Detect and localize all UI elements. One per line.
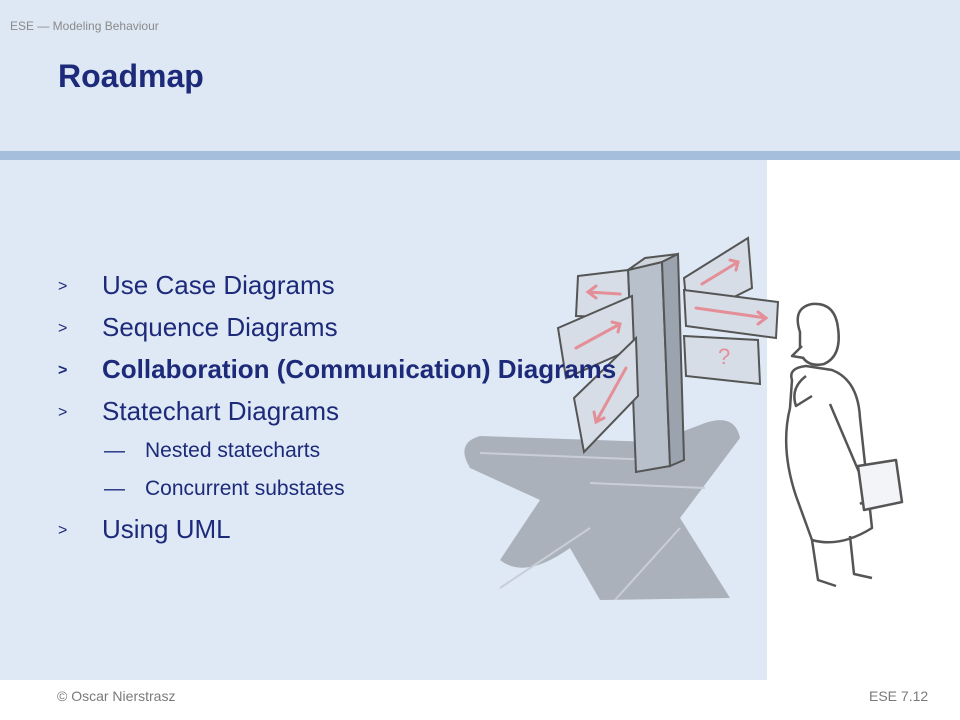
statechart-sublist: — Nested statecharts — Concurrent substa… [58, 436, 758, 512]
header-rule [0, 151, 960, 160]
footer [0, 680, 960, 720]
roadmap-item-statechart: > Statechart Diagrams [58, 394, 758, 436]
dash-icon: — [104, 439, 125, 462]
roadmap-item-using-uml: > Using UML [58, 512, 758, 554]
header-band [0, 0, 960, 152]
thinking-man [784, 302, 904, 588]
question-mark-icon: ? [718, 344, 730, 369]
slide-number: ESE 7.12 [869, 688, 929, 704]
subitem-concurrent-substates: — Concurrent substates [58, 474, 758, 512]
roadmap-item-use-case: > Use Case Diagrams [58, 268, 758, 310]
roadmap-item-label: Collaboration (Communication) Diagrams [102, 354, 617, 384]
subitem-label: Nested statecharts [145, 439, 321, 462]
roadmap-item-label: Statechart Diagrams [102, 396, 339, 426]
statechart-sublist-wrap: — Nested statecharts — Concurrent substa… [58, 436, 758, 512]
chevron-right-icon: > [58, 362, 68, 379]
subitem-nested-statecharts: — Nested statecharts [58, 436, 758, 474]
roadmap-item-label: Sequence Diagrams [102, 312, 338, 342]
chevron-right-icon: > [58, 278, 68, 295]
roadmap-item-collaboration: > Collaboration (Communication) Diagrams [58, 352, 758, 394]
chevron-right-icon: > [58, 404, 68, 421]
subitem-label: Concurrent substates [145, 477, 345, 500]
signpost-pole [626, 252, 686, 474]
chevron-right-icon: > [58, 522, 68, 539]
sign-arrows [574, 258, 769, 425]
roadmap-item-sequence: > Sequence Diagrams [58, 310, 758, 352]
signpost-thinking-man-icon: ? [464, 236, 904, 601]
course-label: ESE — Modeling Behaviour [10, 19, 159, 33]
roadmap-list: > Use Case Diagrams > Sequence Diagrams … [58, 268, 758, 554]
road-lines [479, 452, 706, 601]
copyright: © Oscar Nierstrasz [57, 688, 176, 704]
roadmap-item-label: Using UML [102, 514, 231, 544]
dash-icon: — [104, 477, 125, 500]
roadmap-item-label: Use Case Diagrams [102, 270, 335, 300]
chevron-right-icon: > [58, 320, 68, 337]
page-title: Roadmap [58, 58, 204, 94]
